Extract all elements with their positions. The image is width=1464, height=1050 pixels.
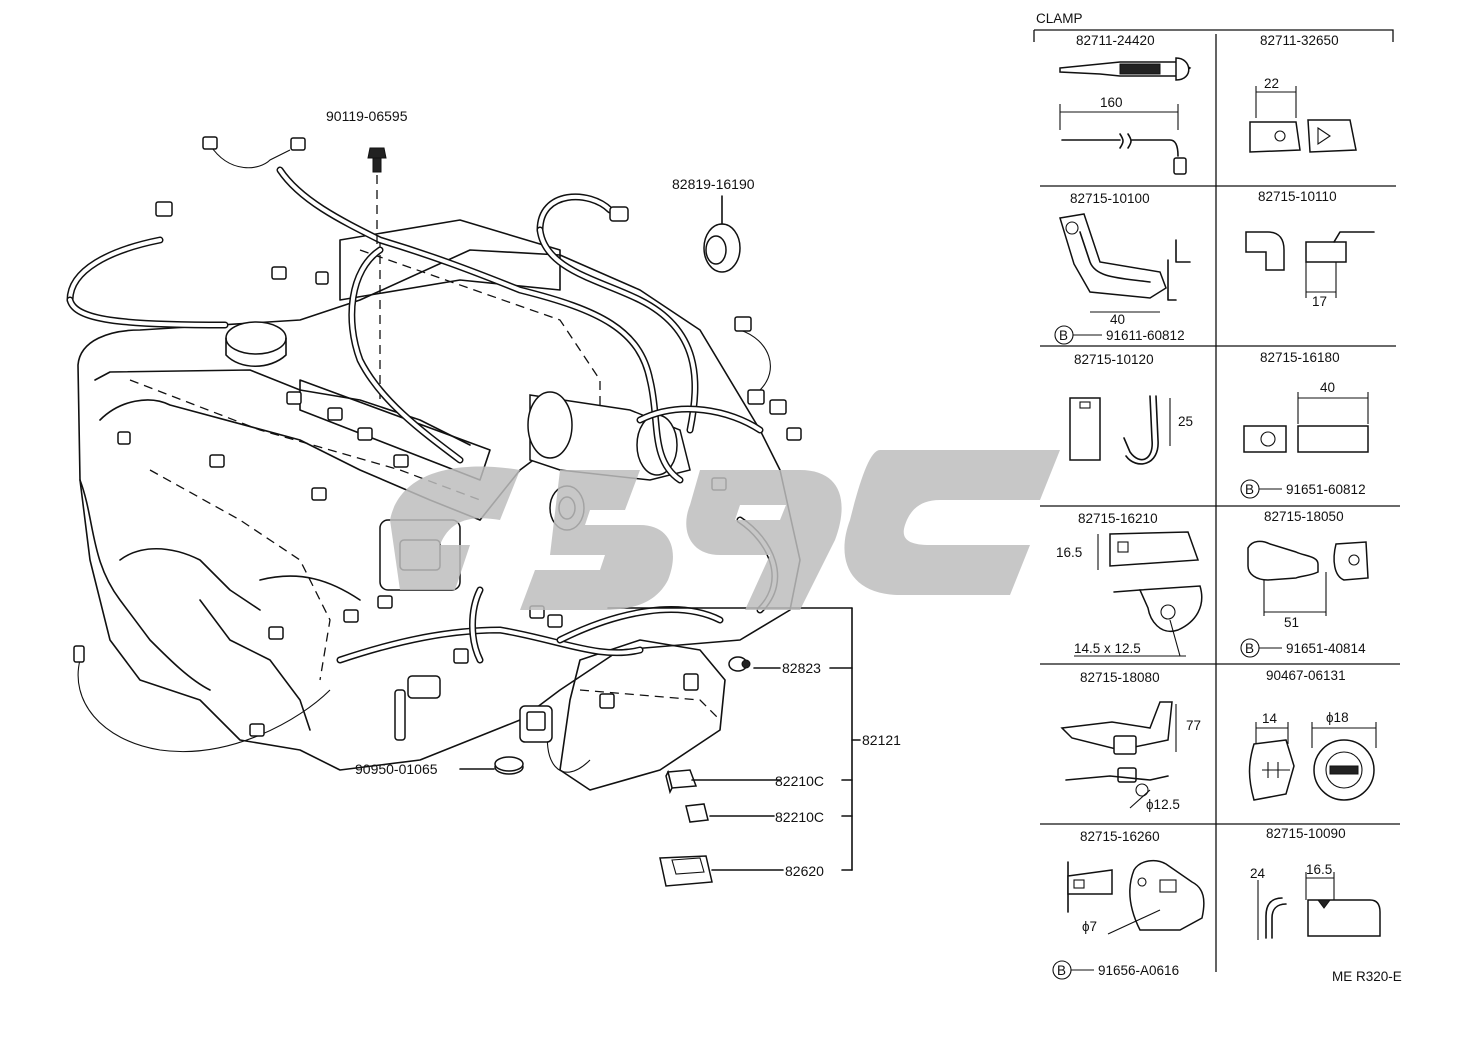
clamp-part-10: 82715-16260: [1080, 829, 1160, 844]
clamp-dim-2-0: 40: [1110, 312, 1125, 327]
label-cover-1: 82210C: [775, 773, 824, 789]
clamp-drawing-2: [1059, 213, 1191, 313]
clamp-dim-6-0: 16.5: [1056, 545, 1082, 560]
clamp-drawing-9: [1248, 722, 1377, 801]
clamp-dim-10-0: ϕ7: [1082, 919, 1097, 934]
clamp-drawing-6: [1074, 531, 1203, 657]
clamp-dim-0-0: 160: [1100, 95, 1123, 110]
clamp-dim-8-1: ϕ12.5: [1146, 797, 1180, 812]
bolt-marker-10: B: [1057, 963, 1066, 978]
clamp-dim-7-0: 51: [1284, 615, 1299, 630]
bolt-marker-7: B: [1245, 641, 1254, 656]
clamp-part-1: 82711-32650: [1260, 33, 1339, 48]
clamp-dim-3-0: 17: [1312, 294, 1327, 309]
clamp-drawing-4: [1069, 395, 1171, 465]
label-harness: 82121: [862, 732, 901, 748]
clamp-part-4: 82715-10120: [1074, 352, 1154, 367]
clamp-part-9: 90467-06131: [1266, 668, 1346, 683]
clamp-table-header: CLAMP: [1036, 11, 1083, 26]
clamp-part-5: 82715-16180: [1260, 350, 1340, 365]
clamp-drawing-8: [1060, 701, 1177, 809]
clamp-drawing-3: [1245, 231, 1375, 298]
clamp-bolt-10: B 91656-A0616: [1052, 960, 1179, 980]
figure-code: ME R320-E: [1332, 969, 1402, 984]
clamp-part-0: 82711-24420: [1076, 33, 1155, 48]
clamp-part-11: 82715-10090: [1266, 826, 1346, 841]
clamp-drawing-11: [1257, 872, 1381, 940]
label-cover-3: 82620: [785, 863, 824, 879]
clamp-drawing-0: [1059, 57, 1192, 175]
cover-82620-part: [659, 855, 713, 887]
grommet-bottom-part: [494, 756, 524, 775]
label-grommet-bottom: 90950-01065: [355, 761, 438, 777]
clamp-table: CLAMP 82711-24420 82711-32650 160: [1033, 11, 1402, 984]
clamp-part-3: 82715-10110: [1258, 189, 1337, 204]
cover-82210c-1-part: [665, 769, 698, 795]
leader-lines: [459, 607, 861, 871]
clamp-part-8: 82715-18080: [1080, 670, 1160, 685]
clamp-dim-6-1: 14.5 x 12.5: [1074, 641, 1141, 656]
clamp-part-2: 82715-10100: [1070, 191, 1150, 206]
clamp-bolt-part-10: 91656-A0616: [1098, 963, 1179, 978]
clamp-dim-1-0: 22: [1264, 76, 1279, 91]
bolt-part: [367, 147, 387, 250]
clamp-bolt-5: B 91651-60812: [1240, 479, 1366, 499]
clamp-dim-11-0: 24: [1250, 866, 1266, 881]
bolt-marker-5: B: [1245, 482, 1254, 497]
clamp-drawing-5: [1243, 392, 1369, 453]
clip-82823-part: [728, 656, 751, 672]
clamp-drawing-10: [1067, 859, 1205, 935]
clamp-dim-4-0: 25: [1178, 414, 1193, 429]
clamp-bolt-part-5: 91651-60812: [1286, 482, 1366, 497]
clamp-bolt-part-2: 91611-60812: [1106, 328, 1185, 343]
label-cover-2: 82210C: [775, 809, 824, 825]
bolt-marker-2: B: [1059, 328, 1068, 343]
clamp-dim-9-1: ϕ18: [1326, 710, 1349, 725]
clamp-part-7: 82715-18050: [1264, 509, 1344, 524]
watermark-logo: [390, 450, 1060, 610]
clamp-bolt-7: B 91651-40814: [1240, 638, 1366, 658]
clamp-dim-9-0: 14: [1262, 711, 1278, 726]
harness-connectors: [73, 136, 802, 743]
clamp-bolt-2: B 91611-60812: [1054, 325, 1185, 345]
clamp-drawing-7: [1247, 540, 1369, 616]
main-part-labels: 90119-06595 82819-16190 82823 82121 9095…: [326, 108, 901, 879]
clamp-dim-11-1: 16.5: [1306, 862, 1332, 877]
clamp-dim-5-0: 40: [1320, 380, 1335, 395]
label-grommet-top: 82819-16190: [672, 176, 755, 192]
clamp-drawing-1: [1249, 86, 1357, 153]
cover-82210c-2-part: [685, 803, 709, 823]
label-bolt: 90119-06595: [326, 108, 408, 124]
harness-wires: [66, 144, 779, 773]
clamp-dim-8-0: 77: [1186, 718, 1201, 733]
grommet-top-part: [703, 195, 741, 273]
label-clip-82823: 82823: [782, 660, 821, 676]
clamp-part-6: 82715-16210: [1078, 511, 1158, 526]
clamp-bolt-part-7: 91651-40814: [1286, 641, 1366, 656]
